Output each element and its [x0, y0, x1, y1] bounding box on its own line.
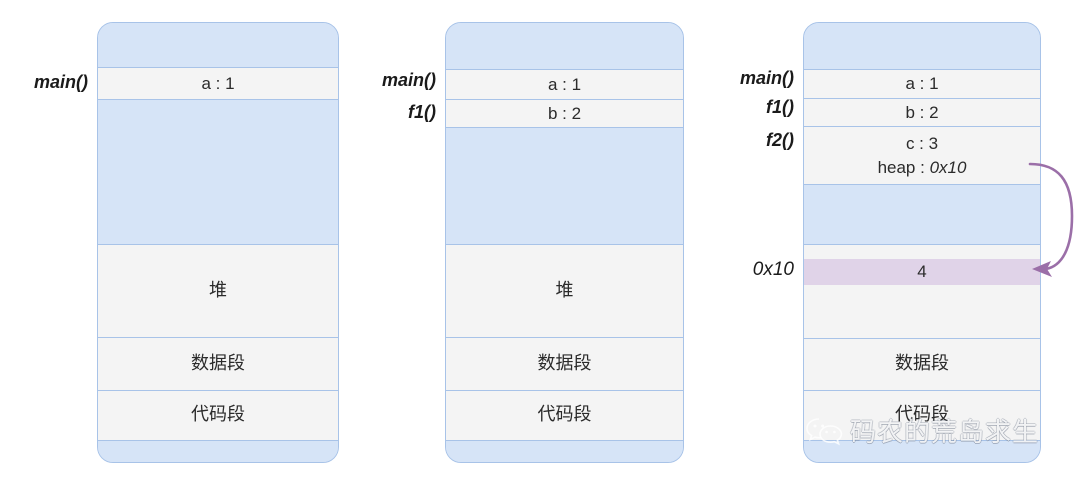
- code-segment-2: 代码段: [446, 391, 683, 441]
- frame-main-text-3: a : 1: [905, 74, 939, 94]
- frame-f2-text-heap: heap : 0x10: [878, 157, 967, 178]
- side-label-f1-3: f1(): [766, 97, 794, 117]
- data-segment-text-1: 数据段: [191, 352, 245, 374]
- code-segment-text-2: 代码段: [537, 404, 592, 426]
- frame-f1-3: b : 2: [804, 99, 1040, 127]
- memory-box-1: a : 1 堆 数据段 代码段: [97, 22, 339, 463]
- box-bottom-free-3: [804, 441, 1040, 462]
- frame-f2-heap-label: heap :: [877, 157, 930, 177]
- data-segment-text-2: 数据段: [537, 352, 592, 374]
- heap-segment-1: 堆: [98, 244, 338, 338]
- stack-free-2: [446, 128, 683, 244]
- stack-top-free-3: [804, 23, 1040, 69]
- frame-main-text-2: a : 1: [547, 74, 582, 94]
- heap-cell-value: 4: [917, 262, 927, 282]
- side-label-main-2: main(): [382, 70, 436, 90]
- code-segment-text-3: 代码段: [895, 404, 949, 426]
- side-label-f2-3: f2(): [766, 130, 794, 150]
- box-bottom-free-2: [446, 441, 683, 462]
- heap-segment-text-2: 堆: [555, 279, 574, 301]
- stack-free-3: [804, 185, 1040, 244]
- data-segment-1: 数据段: [98, 338, 338, 391]
- code-segment-1: 代码段: [98, 391, 338, 441]
- side-label-main-1: main(): [34, 72, 88, 92]
- frame-f1-text-3: b : 2: [905, 102, 939, 122]
- stack-top-free-1: [98, 23, 338, 67]
- frame-f2-heap-value: 0x10: [929, 157, 967, 177]
- frame-f2-text-c: c : 3: [905, 134, 939, 154]
- code-segment-3: 代码段: [804, 391, 1040, 441]
- frame-main-3: a : 1: [804, 69, 1040, 99]
- heap-segment-2: 堆: [446, 244, 683, 338]
- memory-box-3: a : 1 b : 2 c : 3 heap : 0x10 4 数据段 代码段: [803, 22, 1041, 463]
- heap-cell-0x10: 4: [804, 259, 1040, 285]
- side-label-0x10: 0x10: [752, 259, 794, 280]
- stack-free-1: [98, 100, 338, 244]
- frame-f1-2: b : 2: [446, 100, 683, 128]
- frame-f2-3: c : 3 heap : 0x10: [804, 127, 1040, 185]
- memory-box-2: a : 1 b : 2 堆 数据段 代码段: [445, 22, 684, 463]
- data-segment-text-3: 数据段: [895, 353, 949, 375]
- heap-pointer-arrow: [1028, 162, 1074, 277]
- side-label-f1-2: f1(): [408, 102, 436, 122]
- data-segment-3: 数据段: [804, 338, 1040, 391]
- frame-main-2: a : 1: [446, 69, 683, 100]
- data-segment-2: 数据段: [446, 338, 683, 391]
- frame-main-text-1: a : 1: [201, 73, 235, 93]
- stack-top-free-2: [446, 23, 683, 69]
- frame-f1-text-2: b : 2: [547, 103, 582, 123]
- heap-segment-text-1: 堆: [209, 279, 227, 301]
- side-label-main-3: main(): [740, 68, 794, 88]
- code-segment-text-1: 代码段: [191, 404, 245, 426]
- frame-main-1: a : 1: [98, 67, 338, 100]
- box-bottom-free-1: [98, 441, 338, 462]
